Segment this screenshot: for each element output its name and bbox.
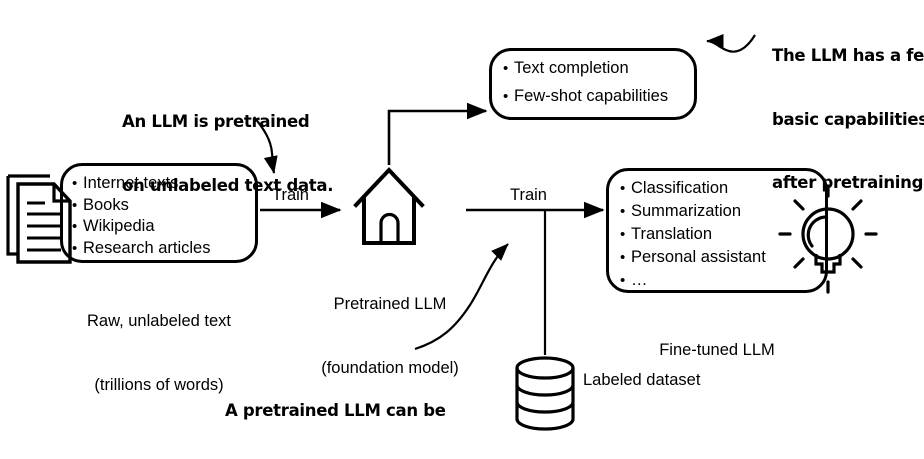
list-item: • … bbox=[620, 271, 810, 290]
raw-data-bullets: • Internet texts • Books • Wikipedia • R… bbox=[72, 174, 254, 258]
annotation-capabilities: The LLM has a few basic capabilities aft… bbox=[772, 3, 924, 235]
finetuned-llm-caption: Fine-tuned LLM bbox=[614, 297, 820, 404]
bullet-dot: • bbox=[72, 239, 78, 257]
bullet-dot: • bbox=[620, 249, 626, 266]
list-item: • Text completion bbox=[503, 59, 695, 78]
pretrained-llm-caption-line2: (foundation model) bbox=[321, 359, 459, 378]
list-item: • Summarization bbox=[620, 202, 810, 221]
lightbulb-icon bbox=[778, 184, 878, 294]
bullet-dot: • bbox=[503, 88, 509, 105]
callout-arrow-capabilities bbox=[706, 33, 756, 53]
raw-data-caption: Raw, unlabeled text (trillions of words) bbox=[38, 268, 280, 440]
bullet-dot: • bbox=[620, 203, 626, 220]
raw-bullet-0: Internet texts bbox=[83, 174, 179, 192]
list-item: • Internet texts bbox=[72, 174, 254, 193]
raw-data-caption-line1: Raw, unlabeled text bbox=[86, 311, 231, 330]
list-item: • Translation bbox=[620, 225, 810, 244]
finetuned-llm-box bbox=[606, 168, 828, 293]
finetuned-task-0: Classification bbox=[631, 179, 729, 197]
annotation-finetuning-line1: A pretrained LLM can be bbox=[225, 401, 446, 421]
finetuned-llm-caption-text: Fine-tuned LLM bbox=[659, 340, 775, 359]
pretrained-llm-caption: Pretrained LLM (foundation model) bbox=[298, 251, 482, 423]
edge-label-train-finetune: Train bbox=[510, 186, 547, 204]
labeled-dataset-label: Labeled dataset bbox=[583, 371, 701, 389]
list-item: • Wikipedia bbox=[72, 217, 254, 236]
annotation-capabilities-line2: basic capabilities bbox=[772, 109, 924, 129]
bullet-dot: • bbox=[620, 226, 626, 243]
capabilities-box bbox=[489, 48, 697, 120]
list-item: • Personal assistant bbox=[620, 248, 810, 267]
list-item: • Books bbox=[72, 196, 254, 215]
finetuned-task-4: … bbox=[631, 271, 648, 289]
edge-pretrained-to-capabilities bbox=[387, 102, 488, 165]
callout-arrow-finetuning bbox=[414, 243, 509, 351]
pretrained-llm-caption-line1: Pretrained LLM bbox=[333, 294, 447, 313]
raw-data-caption-line2: (trillions of words) bbox=[94, 376, 224, 395]
raw-bullet-3: Research articles bbox=[83, 238, 211, 257]
capability-1: Few-shot capabilities bbox=[514, 87, 669, 105]
edge-label-train-pretrain: Train bbox=[272, 186, 309, 204]
bullet-dot: • bbox=[620, 272, 626, 289]
bullet-dot: • bbox=[503, 60, 509, 77]
raw-bullet-2: Wikipedia bbox=[83, 217, 155, 235]
bullet-dot: • bbox=[72, 175, 78, 192]
annotation-capabilities-line1: The LLM has a few bbox=[772, 46, 924, 66]
finetuned-task-1: Summarization bbox=[631, 202, 742, 220]
list-item: • Classification bbox=[620, 179, 810, 198]
bullet-dot: • bbox=[72, 218, 78, 235]
bullet-dot: • bbox=[72, 196, 78, 214]
list-item: • Few-shot capabilities bbox=[503, 87, 695, 106]
annotation-finetuning: A pretrained LLM can be further trained … bbox=[225, 358, 497, 459]
finetuned-task-3: Personal assistant bbox=[631, 248, 766, 266]
finetuned-bullets: • Classification • Summarization • Trans… bbox=[620, 179, 810, 290]
annotation-pretraining-line1: An LLM is pretrained bbox=[122, 112, 310, 132]
capability-0: Text completion bbox=[514, 59, 629, 77]
raw-data-box bbox=[60, 163, 258, 263]
annotation-capabilities-line3: after pretraining. bbox=[772, 172, 924, 192]
database-icon bbox=[515, 356, 575, 431]
callout-arrow-pretraining bbox=[253, 116, 278, 174]
capabilities-bullets: • Text completion • Few-shot capabilitie… bbox=[503, 59, 695, 106]
house-icon bbox=[353, 167, 425, 245]
bullet-dot: • bbox=[620, 180, 626, 197]
finetuned-task-2: Translation bbox=[631, 225, 713, 243]
raw-bullet-1: Books bbox=[83, 195, 129, 214]
annotation-pretraining: An LLM is pretrained on unlabeled text d… bbox=[122, 69, 334, 238]
list-item: • Research articles bbox=[72, 239, 254, 258]
annotation-pretraining-line2: on unlabeled text data. bbox=[122, 175, 334, 195]
document-stack-icon bbox=[6, 174, 72, 264]
